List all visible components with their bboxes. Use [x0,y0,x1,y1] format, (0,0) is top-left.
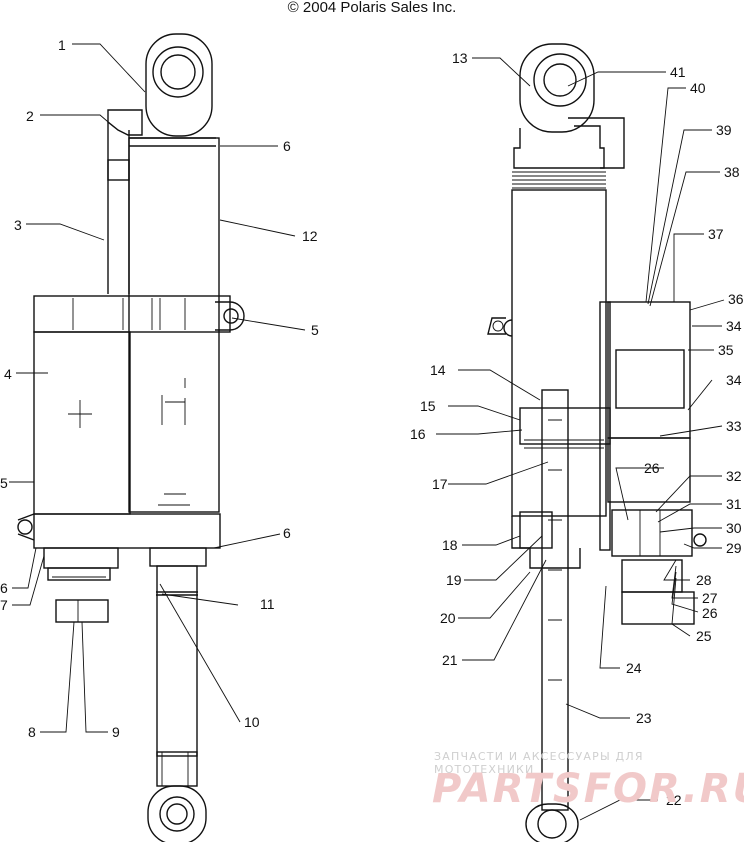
callout-14: 14 [430,362,446,378]
callout-18: 18 [442,537,458,553]
callout-1: 1 [58,37,66,53]
watermark-tagline: ЗАПЧАСТИ И АКСЕССУАРЫ ДЛЯ МОТОТЕХНИКИ [434,750,644,776]
callout-8: 8 [28,724,36,740]
callout-25: 25 [696,628,712,644]
callout-39: 39 [716,122,732,138]
callout-7: 7 [0,597,8,613]
copyright-notice: © 2004 Polaris Sales Inc. [287,0,457,16]
callout-10: 10 [244,714,260,730]
callout-23: 23 [636,710,652,726]
callout-24: 24 [626,660,642,676]
callout-35: 35 [718,342,734,358]
callout-34b: 34 [726,372,742,388]
callout-11: 11 [260,596,275,612]
callout-41: 41 [670,64,686,80]
callout-27: 27 [702,590,718,606]
callout-5a: 5 [0,475,8,491]
callout-28: 28 [696,572,712,588]
callout-30: 30 [726,520,742,536]
callout-15: 15 [420,398,436,414]
callout-22: 22 [666,792,682,808]
callout-6a: 6 [283,138,291,154]
callout-5b: 5 [311,322,319,338]
callout-19: 19 [446,572,462,588]
callout-16: 16 [410,426,426,442]
callout-33: 33 [726,418,742,434]
callout-36: 36 [728,291,744,307]
watermark-logo-text: PARTSFOR.RU [432,766,744,812]
callout-3: 3 [14,217,22,233]
callout-26b: 26 [702,605,718,621]
callout-38: 38 [724,164,740,180]
callout-31: 31 [726,496,742,512]
callout-29: 29 [726,540,742,556]
callout-2: 2 [26,108,34,124]
callout-6c: 6 [0,580,8,596]
callout-37: 37 [708,226,724,242]
callout-34a: 34 [726,318,742,334]
callout-32: 32 [726,468,742,484]
callout-9: 9 [112,724,120,740]
callout-4: 4 [4,366,12,382]
right-shock-assembly [487,43,707,842]
callout-17: 17 [432,476,448,492]
leader-lines [9,43,725,821]
callout-6b: 6 [283,525,291,541]
callout-21: 21 [442,652,458,668]
callout-20: 20 [440,610,456,626]
callout-13: 13 [452,50,468,66]
callout-40: 40 [690,80,706,96]
callout-26a: 26 [644,460,660,476]
callout-labels: 1 2 3 4 5 6 12 5 6 6 7 8 9 10 11 13 41 4… [0,37,744,808]
callout-12: 12 [302,228,318,244]
left-shock-assembly [17,33,245,842]
